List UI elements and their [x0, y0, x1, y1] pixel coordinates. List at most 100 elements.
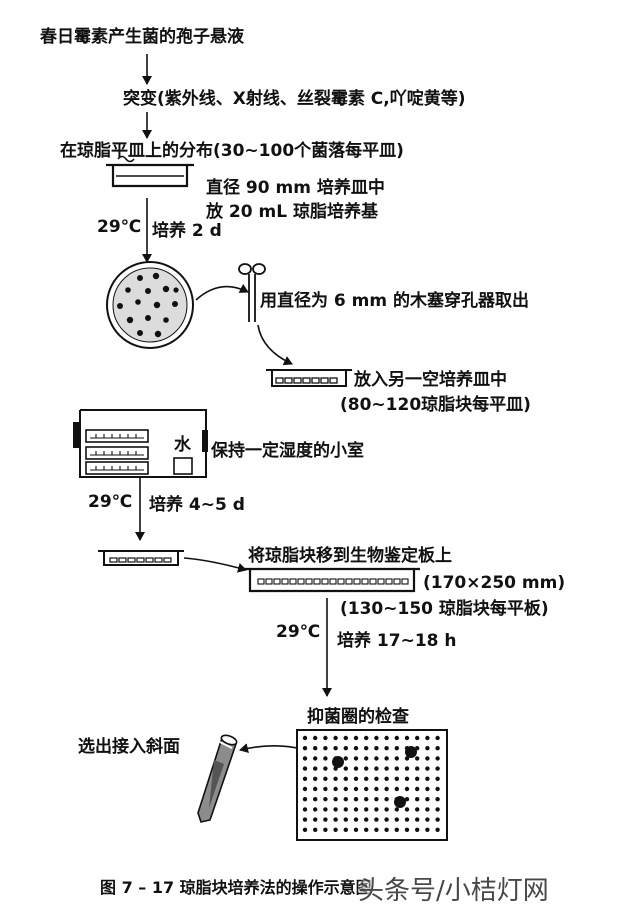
- agar-block-dot: [323, 827, 328, 832]
- agar-block-dot: [343, 776, 348, 781]
- agar-block-dot: [435, 746, 440, 751]
- agar-block-dot: [415, 735, 420, 741]
- step-distribution: 在琼脂平皿上的分布(30~100个菌落每平皿): [60, 141, 404, 161]
- agar-block-dot: [435, 827, 440, 832]
- plate-size: (170×250 mm): [423, 573, 566, 593]
- agar-block-dot: [435, 735, 440, 741]
- agar-block-dot: [343, 827, 348, 832]
- agar-block-dot: [425, 746, 430, 751]
- agar-block-dot: [394, 746, 399, 751]
- colony-plate-icon: [106, 261, 194, 349]
- agar-block-dot: [415, 797, 420, 802]
- bioassay-plate-icon: [244, 567, 420, 593]
- arrow-colonies-to-punch: [195, 283, 249, 301]
- agar-block-dot: [343, 756, 348, 761]
- agar-block-dot: [384, 735, 389, 741]
- agar-block-dot: [313, 766, 318, 771]
- agar-block-dot: [394, 786, 399, 792]
- agar-block-dot: [364, 746, 369, 751]
- step-mutation: 突变(紫外线、X射线、丝裂霉素 C,吖啶黄等): [123, 89, 466, 109]
- agar-block-dot: [313, 756, 318, 761]
- agar-block-dot: [333, 746, 338, 751]
- agar-block-dot: [435, 786, 440, 792]
- agar-block-dot: [415, 807, 420, 812]
- agar-block-dot: [415, 766, 420, 771]
- inhibition-zone-check: 抑菌圈的检查: [307, 707, 409, 727]
- agar-block-dot: [384, 827, 389, 832]
- agar-block-dot: [323, 786, 328, 792]
- agar-block-dot: [323, 807, 328, 812]
- agar-block-dot: [425, 807, 430, 812]
- inhibition-plate-icon: [296, 729, 448, 841]
- incubation-label-3: 培养 17~18 h: [337, 631, 457, 651]
- agar-block-dot: [404, 766, 410, 771]
- agar-block-dot: [302, 786, 308, 792]
- agar-block-dot: [364, 766, 369, 771]
- agar-block-dot: [343, 766, 348, 771]
- agar-block-dot: [353, 735, 359, 741]
- agar-block-dot: [364, 776, 369, 781]
- agar-block-dot: [425, 817, 430, 822]
- agar-block-dot: [394, 735, 399, 741]
- agar-block-dot: [353, 776, 359, 781]
- agar-block-dot: [333, 786, 338, 792]
- agar-block-dot: [435, 797, 440, 802]
- agar-block-dot: [302, 797, 308, 802]
- agar-block-dot: [404, 735, 410, 741]
- agar-block-dot: [323, 797, 328, 802]
- agar-block-dot: [374, 766, 379, 771]
- step-transfer: 将琼脂块移到生物鉴定板上: [248, 546, 452, 566]
- temperature-label-1: 29℃: [97, 217, 142, 237]
- plate-block-count: (130~150 琼脂块每平板): [340, 599, 549, 619]
- agar-block-dot: [404, 797, 410, 802]
- agar-block-dot: [302, 746, 308, 751]
- agar-block-dot: [425, 786, 430, 792]
- agar-block-dot: [343, 817, 348, 822]
- agar-block-dot: [374, 776, 379, 781]
- agar-block-dot: [394, 776, 399, 781]
- agar-block-dot: [313, 776, 318, 781]
- agar-block-dot: [374, 746, 379, 751]
- agar-block-dot: [313, 817, 318, 822]
- agar-block-dot: [415, 786, 420, 792]
- agar-block-dot: [313, 746, 318, 751]
- agar-block-dot: [374, 786, 379, 792]
- small-dish-icon: [98, 550, 184, 566]
- agar-block-dot: [415, 756, 420, 761]
- agar-block-dot: [374, 797, 379, 802]
- agar-block-dot: [404, 817, 410, 822]
- agar-block-dot: [425, 756, 430, 761]
- agar-block-dot: [302, 756, 308, 761]
- agar-block-dot: [333, 776, 338, 781]
- agar-block-dot: [425, 797, 430, 802]
- temperature-label-3: 29℃: [276, 622, 321, 642]
- agar-block-dot: [302, 766, 308, 771]
- agar-block-dot: [353, 817, 359, 822]
- agar-block-dot: [343, 786, 348, 792]
- watermark: 头条号/小桔灯网: [358, 876, 549, 906]
- arrow-punch-to-dish: [257, 324, 293, 366]
- agar-block-dot: [404, 807, 410, 812]
- agar-block-dot: [394, 817, 399, 822]
- agar-block-dot: [333, 735, 338, 741]
- agar-block-dot: [323, 735, 328, 741]
- agar-block-dot: [394, 807, 399, 812]
- agar-block-dot: [302, 827, 308, 832]
- agar-block-dot: [404, 776, 410, 781]
- humid-chamber-icon: [73, 409, 208, 478]
- agar-block-dot: [343, 746, 348, 751]
- agar-block-dot: [374, 756, 379, 761]
- agar-block-dot: [353, 756, 359, 761]
- agar-block-dot: [353, 827, 359, 832]
- agar-block-dot: [364, 817, 369, 822]
- agar-block-dot: [323, 817, 328, 822]
- agar-block-dot: [313, 797, 318, 802]
- agar-block-dot: [384, 756, 389, 761]
- agar-block-dot: [343, 735, 348, 741]
- agar-block-dot: [404, 756, 410, 761]
- agar-block-dot: [323, 766, 328, 771]
- agar-block-dot: [333, 797, 338, 802]
- agar-block-dot: [364, 786, 369, 792]
- agar-block-dot: [435, 807, 440, 812]
- agar-block-dot: [384, 746, 389, 751]
